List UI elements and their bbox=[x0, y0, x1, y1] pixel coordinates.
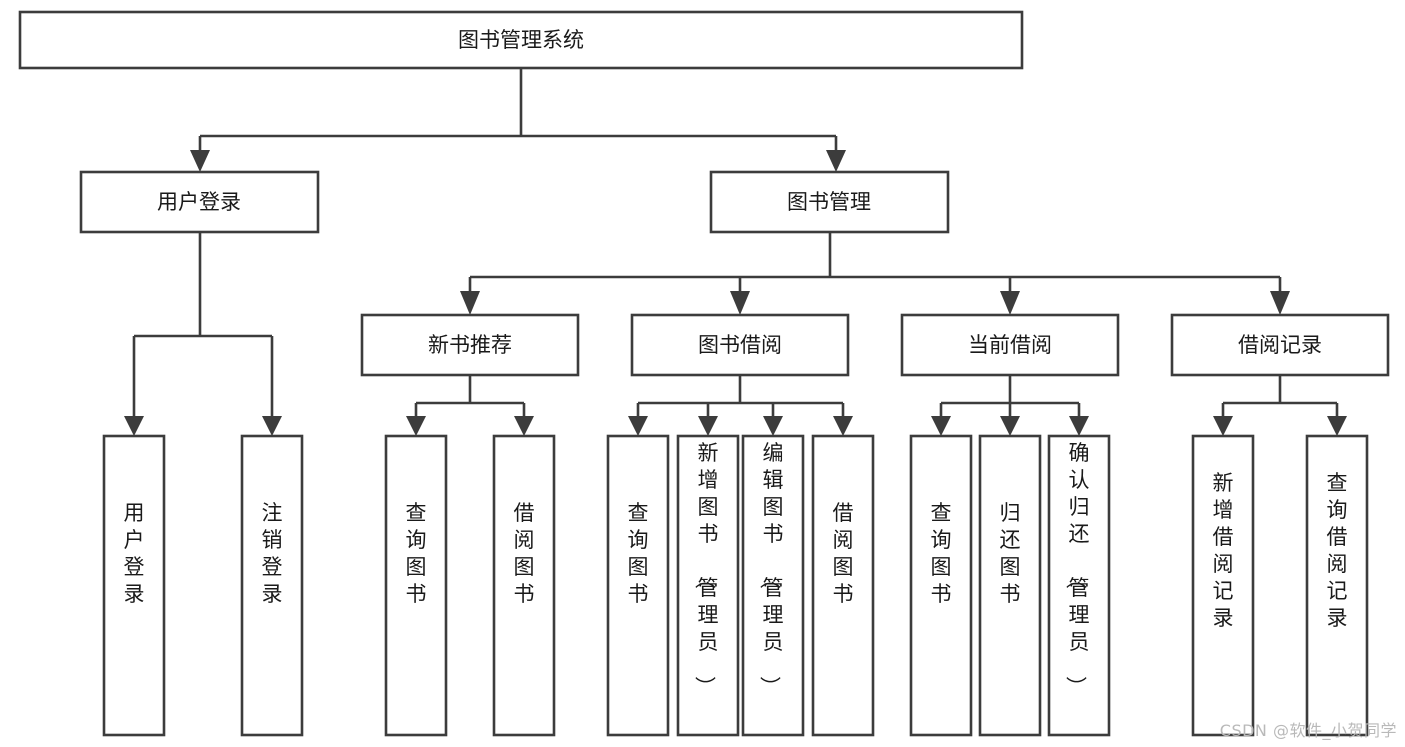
node-leaf-5[interactable]: 查询图书 bbox=[606, 434, 670, 737]
node-leaf-11-box[interactable] bbox=[1047, 434, 1111, 737]
connector-root-trunk bbox=[198, 68, 838, 152]
node-borrow-record-box[interactable] bbox=[1170, 313, 1390, 377]
node-new-book-rec-label: 新书推荐 bbox=[428, 333, 512, 357]
node-leaf-7-box[interactable] bbox=[741, 434, 805, 737]
arrow-to-book-manage bbox=[826, 150, 846, 172]
arrow-to-leaf-5 bbox=[628, 416, 648, 436]
connector-group bbox=[132, 68, 1339, 418]
node-leaf-11[interactable]: 确认归还（管理员） bbox=[1047, 434, 1111, 737]
connector-book-manage-branch bbox=[468, 232, 1282, 292]
arrow-to-leaf-13 bbox=[1327, 416, 1347, 436]
node-leaf-9-box[interactable] bbox=[909, 434, 973, 737]
arrow-to-leaf-9 bbox=[931, 416, 951, 436]
node-user-login-box[interactable] bbox=[79, 170, 320, 234]
node-book-manage-box[interactable] bbox=[709, 170, 950, 234]
arrow-to-user-login bbox=[190, 150, 210, 172]
node-user-login[interactable]: 用户登录 bbox=[79, 170, 320, 234]
node-root[interactable]: 图书管理系统 bbox=[18, 10, 1024, 70]
node-leaf-6[interactable]: 新增图书（管理员） bbox=[676, 434, 740, 737]
arrow-to-leaf-1 bbox=[124, 416, 144, 436]
arrow-to-leaf-8 bbox=[833, 416, 853, 436]
node-new-book-rec-box[interactable] bbox=[360, 313, 580, 377]
node-leaf-9-label: 查询图书 bbox=[931, 501, 952, 606]
node-leaf-2[interactable]: 注销登录 bbox=[240, 434, 304, 737]
node-leaf-8-box[interactable] bbox=[811, 434, 875, 737]
node-current-borrow-label: 当前借阅 bbox=[968, 333, 1052, 357]
node-leaf-13-label: 查询借阅记录 bbox=[1327, 471, 1348, 630]
node-leaf-10-label: 归还图书 bbox=[1000, 501, 1021, 606]
node-leaf-12-box[interactable] bbox=[1191, 434, 1255, 737]
node-leaf-2-label: 注销登录 bbox=[262, 501, 283, 606]
node-leaf-9[interactable]: 查询图书 bbox=[909, 434, 973, 737]
node-leaf-3[interactable]: 查询图书 bbox=[384, 434, 448, 737]
arrow-to-leaf-11 bbox=[1069, 416, 1089, 436]
node-leaf-1-box[interactable] bbox=[102, 434, 166, 737]
node-leaf-13[interactable]: 查询借阅记录 bbox=[1305, 434, 1369, 737]
arrow-to-leaf-3 bbox=[406, 416, 426, 436]
connector-current-borrow-branch bbox=[939, 375, 1081, 418]
node-leaf-4[interactable]: 借阅图书 bbox=[492, 434, 556, 737]
connector-borrow-record-branch bbox=[1221, 375, 1339, 418]
arrow-to-leaf-10 bbox=[1000, 416, 1020, 436]
arrow-to-current-borrow bbox=[1000, 291, 1020, 315]
node-book-manage[interactable]: 图书管理 bbox=[709, 170, 950, 234]
node-leaf-3-label: 查询图书 bbox=[406, 501, 427, 606]
node-leaf-1-label: 用户登录 bbox=[124, 501, 145, 606]
node-leaf-5-label: 查询图书 bbox=[628, 501, 649, 606]
connector-book-borrow-branch bbox=[636, 375, 845, 418]
node-leaf-1[interactable]: 用户登录 bbox=[102, 434, 166, 737]
arrow-to-leaf-12 bbox=[1213, 416, 1233, 436]
arrow-to-leaf-6 bbox=[698, 416, 718, 436]
arrow-to-borrow-record bbox=[1270, 291, 1290, 315]
node-leaf-8-label: 借阅图书 bbox=[833, 501, 854, 606]
arrow-to-new-book-rec bbox=[460, 291, 480, 315]
node-leaf-7[interactable]: 编辑图书（管理员） bbox=[741, 434, 805, 737]
node-root-label: 图书管理系统 bbox=[458, 28, 584, 52]
node-current-borrow[interactable]: 当前借阅 bbox=[900, 313, 1120, 377]
connector-user-login-branch bbox=[132, 232, 274, 418]
arrow-to-leaf-2 bbox=[262, 416, 282, 436]
arrow-to-leaf-4 bbox=[514, 416, 534, 436]
connector-new-book-rec-branch bbox=[414, 375, 526, 418]
node-leaf-12-label: 新增借阅记录 bbox=[1213, 471, 1234, 630]
node-current-borrow-box[interactable] bbox=[900, 313, 1120, 377]
node-leaf-6-label: 新增图书（管理员） bbox=[693, 441, 719, 697]
arrow-to-leaf-7 bbox=[763, 416, 783, 436]
node-leaf-10-box[interactable] bbox=[978, 434, 1042, 737]
node-leaf-4-label: 借阅图书 bbox=[514, 501, 535, 606]
node-leaf-8[interactable]: 借阅图书 bbox=[811, 434, 875, 737]
node-leaf-13-box[interactable] bbox=[1305, 434, 1369, 737]
node-borrow-record[interactable]: 借阅记录 bbox=[1170, 313, 1390, 377]
csdn-watermark: CSDN @软件_小贺同学 bbox=[1219, 721, 1397, 740]
node-new-book-rec[interactable]: 新书推荐 bbox=[360, 313, 580, 377]
node-book-borrow-box[interactable] bbox=[630, 313, 850, 377]
node-borrow-record-label: 借阅记录 bbox=[1238, 333, 1322, 357]
node-book-borrow-label: 图书借阅 bbox=[698, 333, 782, 357]
node-leaf-7-label: 编辑图书（管理员） bbox=[758, 441, 784, 697]
node-leaf-6-box[interactable] bbox=[676, 434, 740, 737]
node-user-login-label: 用户登录 bbox=[157, 190, 241, 214]
node-leaf-3-box[interactable] bbox=[384, 434, 448, 737]
node-book-manage-label: 图书管理 bbox=[787, 190, 871, 214]
node-leaf-12[interactable]: 新增借阅记录 bbox=[1191, 434, 1255, 737]
node-root-box[interactable] bbox=[18, 10, 1024, 70]
arrowhead-group bbox=[124, 150, 1347, 436]
node-leaf-10[interactable]: 归还图书 bbox=[978, 434, 1042, 737]
arrow-to-book-borrow bbox=[730, 291, 750, 315]
node-leaf-4-box[interactable] bbox=[492, 434, 556, 737]
node-leaf-11-label: 确认归还（管理员） bbox=[1064, 441, 1090, 697]
node-book-borrow[interactable]: 图书借阅 bbox=[630, 313, 850, 377]
node-leaf-5-box[interactable] bbox=[606, 434, 670, 737]
node-leaf-2-box[interactable] bbox=[240, 434, 304, 737]
